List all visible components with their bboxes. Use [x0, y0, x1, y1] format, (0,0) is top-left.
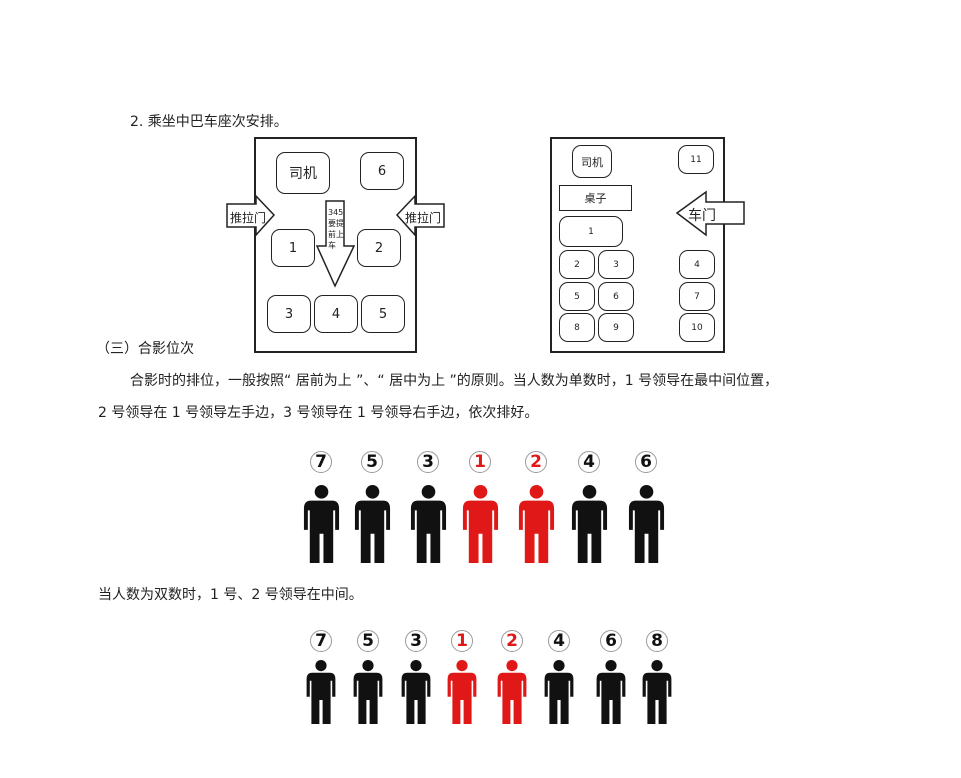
person-icon — [354, 485, 390, 563]
person-icon — [401, 660, 431, 724]
left-door-label: 推拉门 — [230, 211, 267, 225]
seat-9: 9 — [598, 313, 634, 342]
position-number: 2 — [501, 630, 523, 652]
person-icon — [303, 485, 339, 563]
person-icon — [462, 485, 498, 563]
position-number: 2 — [525, 451, 547, 473]
seat-3: 3 — [267, 295, 311, 333]
left-door-arrow-icon — [226, 194, 276, 237]
arrow-text-line: 车 — [328, 241, 336, 250]
position-number: 6 — [600, 630, 622, 652]
seat-5: 5 — [361, 295, 405, 333]
person-icon — [410, 485, 446, 563]
board-first-arrow-icon — [315, 200, 356, 288]
seat-2: 2 — [357, 229, 401, 267]
position-number: 1 — [451, 630, 473, 652]
door-label: 车门 — [688, 208, 716, 224]
person-icon — [447, 660, 477, 724]
arrow-text-line: 345 — [328, 208, 344, 217]
even-paragraph: 当人数为双数时，1 号、2 号领导在中间。 — [98, 587, 363, 603]
person-icon — [518, 485, 554, 563]
position-number: 6 — [635, 451, 657, 473]
position-number: 4 — [578, 451, 600, 473]
person-icon — [628, 485, 664, 563]
position-number: 5 — [357, 630, 379, 652]
person-icon — [544, 660, 574, 724]
seat-8: 8 — [559, 313, 595, 342]
right-door-label: 推拉门 — [405, 211, 442, 225]
person-icon — [571, 485, 607, 563]
right-door-arrow-icon — [395, 194, 445, 237]
position-number: 1 — [469, 451, 491, 473]
arrow-text-line: 前上 — [328, 230, 344, 239]
seat-11: 11 — [678, 145, 714, 174]
bus-heading: 2. 乘坐中巴车座次安排。 — [130, 114, 288, 130]
person-icon — [642, 660, 672, 724]
position-number: 3 — [417, 451, 439, 473]
seat-7: 7 — [679, 282, 715, 311]
board-first-label: 345 要提前上车 — [328, 207, 344, 251]
table: 桌子 — [559, 185, 632, 211]
person-icon — [497, 660, 527, 724]
seat-2: 2 — [559, 250, 595, 279]
position-number: 4 — [548, 630, 570, 652]
seat-10: 10 — [679, 313, 715, 342]
section-title: （三）合影位次 — [96, 341, 194, 357]
seat-1: 1 — [559, 216, 623, 247]
person-icon — [353, 660, 383, 724]
position-number: 8 — [646, 630, 668, 652]
position-number: 5 — [361, 451, 383, 473]
paragraph-line: 合影时的排位，一般按照“ 居前为上 ”、“ 居中为上 ”的原则。当人数为单数时，… — [130, 373, 779, 389]
position-number: 7 — [310, 630, 332, 652]
seat-5: 5 — [559, 282, 595, 311]
door-arrow-icon — [675, 190, 745, 237]
arrow-text-line: 要提 — [328, 219, 344, 228]
position-number: 3 — [405, 630, 427, 652]
person-icon — [306, 660, 336, 724]
seat-6: 6 — [360, 152, 404, 190]
person-icon — [596, 660, 626, 724]
seat-4: 4 — [679, 250, 715, 279]
seat-3: 3 — [598, 250, 634, 279]
driver-seat: 司机 — [572, 145, 612, 178]
seat-1: 1 — [271, 229, 315, 267]
driver-seat: 司机 — [276, 152, 330, 194]
seat-4: 4 — [314, 295, 358, 333]
position-number: 7 — [310, 451, 332, 473]
seat-6: 6 — [598, 282, 634, 311]
paragraph-line: 2 号领导在 1 号领导左手边，3 号领导在 1 号领导右手边，依次排好。 — [98, 405, 539, 421]
